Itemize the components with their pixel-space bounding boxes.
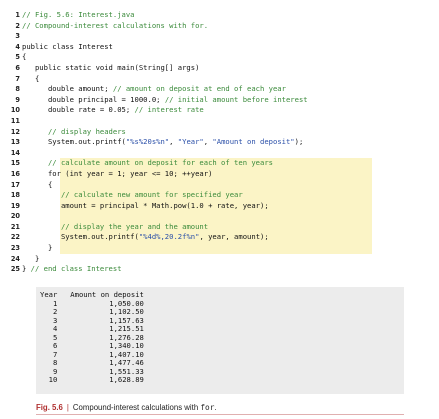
- line-number: 25: [10, 265, 20, 274]
- line-number: 14: [10, 148, 20, 157]
- caption-end: .: [214, 403, 217, 412]
- program-output-panel: Year Amount on deposit 1 1,050.00 2 1,10…: [36, 287, 404, 394]
- line-number: 15: [10, 159, 20, 168]
- line-number: 18: [10, 191, 20, 200]
- code-line: 1// Fig. 5.6: Interest.java: [0, 10, 439, 21]
- line-number: 10: [10, 106, 20, 115]
- code-text: System.out.printf("%s%20s%n", "Year", "A…: [22, 137, 304, 147]
- line-number: 4: [15, 42, 20, 51]
- caption-code: for: [200, 403, 215, 412]
- code-line: 22 System.out.printf("%4d%,20.2f%n", yea…: [0, 232, 439, 243]
- code-line: 11: [0, 116, 439, 127]
- code-text: double principal = 1000.0; // initial am…: [22, 94, 308, 104]
- line-number: 6: [15, 63, 20, 72]
- code-text: System.out.printf("%4d%,20.2f%n", year, …: [22, 232, 269, 242]
- code-text: // Compound-interest calculations with f…: [22, 20, 209, 30]
- line-number: 5: [15, 53, 20, 62]
- code-line: 7 {: [0, 74, 439, 85]
- code-line: 6 public static void main(String[] args): [0, 63, 439, 74]
- code-line: 8 double amount; // amount on deposit at…: [0, 84, 439, 95]
- line-number: 24: [10, 254, 20, 263]
- code-text: } // end class Interest: [22, 264, 122, 274]
- code-text: for (int year = 1; year <= 10; ++year): [22, 168, 213, 178]
- line-number: 21: [10, 222, 20, 231]
- caption-rule: [36, 414, 404, 415]
- caption-text: Compound-interest calculations with: [72, 403, 199, 412]
- line-number: 19: [10, 201, 20, 210]
- code-text: amount = principal * Math.pow(1.0 + rate…: [22, 200, 269, 210]
- code-text: }: [22, 243, 53, 253]
- line-number: 8: [15, 85, 20, 94]
- code-text: {: [22, 179, 53, 189]
- loop-highlight: [60, 158, 372, 254]
- code-text: {: [22, 73, 40, 83]
- code-line: 14: [0, 148, 439, 159]
- code-line: 2// Compound-interest calculations with …: [0, 21, 439, 32]
- code-line: 23 }: [0, 243, 439, 254]
- code-line: 3: [0, 31, 439, 42]
- code-line: 12 // display headers: [0, 127, 439, 138]
- code-line: 5{: [0, 52, 439, 63]
- code-line: 21 // display the year and the amount: [0, 222, 439, 233]
- line-number: 23: [10, 244, 20, 253]
- code-text: public class Interest: [22, 41, 113, 51]
- code-text: double rate = 0.05; // interest rate: [22, 105, 204, 115]
- code-line: 9 double principal = 1000.0; // initial …: [0, 95, 439, 106]
- code-line: 24 }: [0, 254, 439, 265]
- figure-caption: Fig. 5.6|Compound-interest calculations …: [36, 403, 217, 412]
- code-line: 16 for (int year = 1; year <= 10; ++year…: [0, 169, 439, 180]
- line-number: 16: [10, 169, 20, 178]
- code-line: 25} // end class Interest: [0, 264, 439, 275]
- line-number: 2: [15, 21, 20, 30]
- code-text: // calculate new amount for specified ye…: [60, 190, 243, 200]
- code-text: {: [22, 52, 27, 62]
- program-output-text: Year Amount on deposit 1 1,050.00 2 1,10…: [40, 290, 144, 384]
- line-number: 13: [10, 138, 20, 147]
- line-number: 22: [10, 233, 20, 242]
- line-number: 7: [15, 74, 20, 83]
- line-number: 11: [10, 116, 20, 125]
- code-text: double amount; // amount on deposit at e…: [22, 84, 286, 94]
- caption-separator: |: [66, 403, 69, 412]
- code-text: // display headers: [47, 126, 126, 136]
- code-line: 13 System.out.printf("%s%20s%n", "Year",…: [0, 137, 439, 148]
- code-line: 17 {: [0, 180, 439, 191]
- code-text: }: [22, 253, 40, 263]
- line-number: 17: [10, 180, 20, 189]
- code-line: 10 double rate = 0.05; // interest rate: [0, 105, 439, 116]
- code-text: // Fig. 5.6: Interest.java: [22, 10, 135, 19]
- line-number: 20: [10, 212, 20, 221]
- code-text: // display the year and the amount: [60, 221, 209, 231]
- line-number: 1: [15, 11, 20, 19]
- code-text: public static void main(String[] args): [22, 62, 200, 72]
- code-line: 18 // calculate new amount for specified…: [0, 190, 439, 201]
- line-number: 9: [15, 95, 20, 104]
- code-text: // calculate amount on deposit for each …: [47, 158, 273, 168]
- line-number: 12: [10, 127, 20, 136]
- line-number: 3: [15, 32, 20, 41]
- figure-label: Fig. 5.6: [36, 403, 63, 412]
- code-line: 15 // calculate amount on deposit for ea…: [0, 158, 439, 169]
- code-line: 20: [0, 211, 439, 222]
- code-line: 19 amount = principal * Math.pow(1.0 + r…: [0, 201, 439, 212]
